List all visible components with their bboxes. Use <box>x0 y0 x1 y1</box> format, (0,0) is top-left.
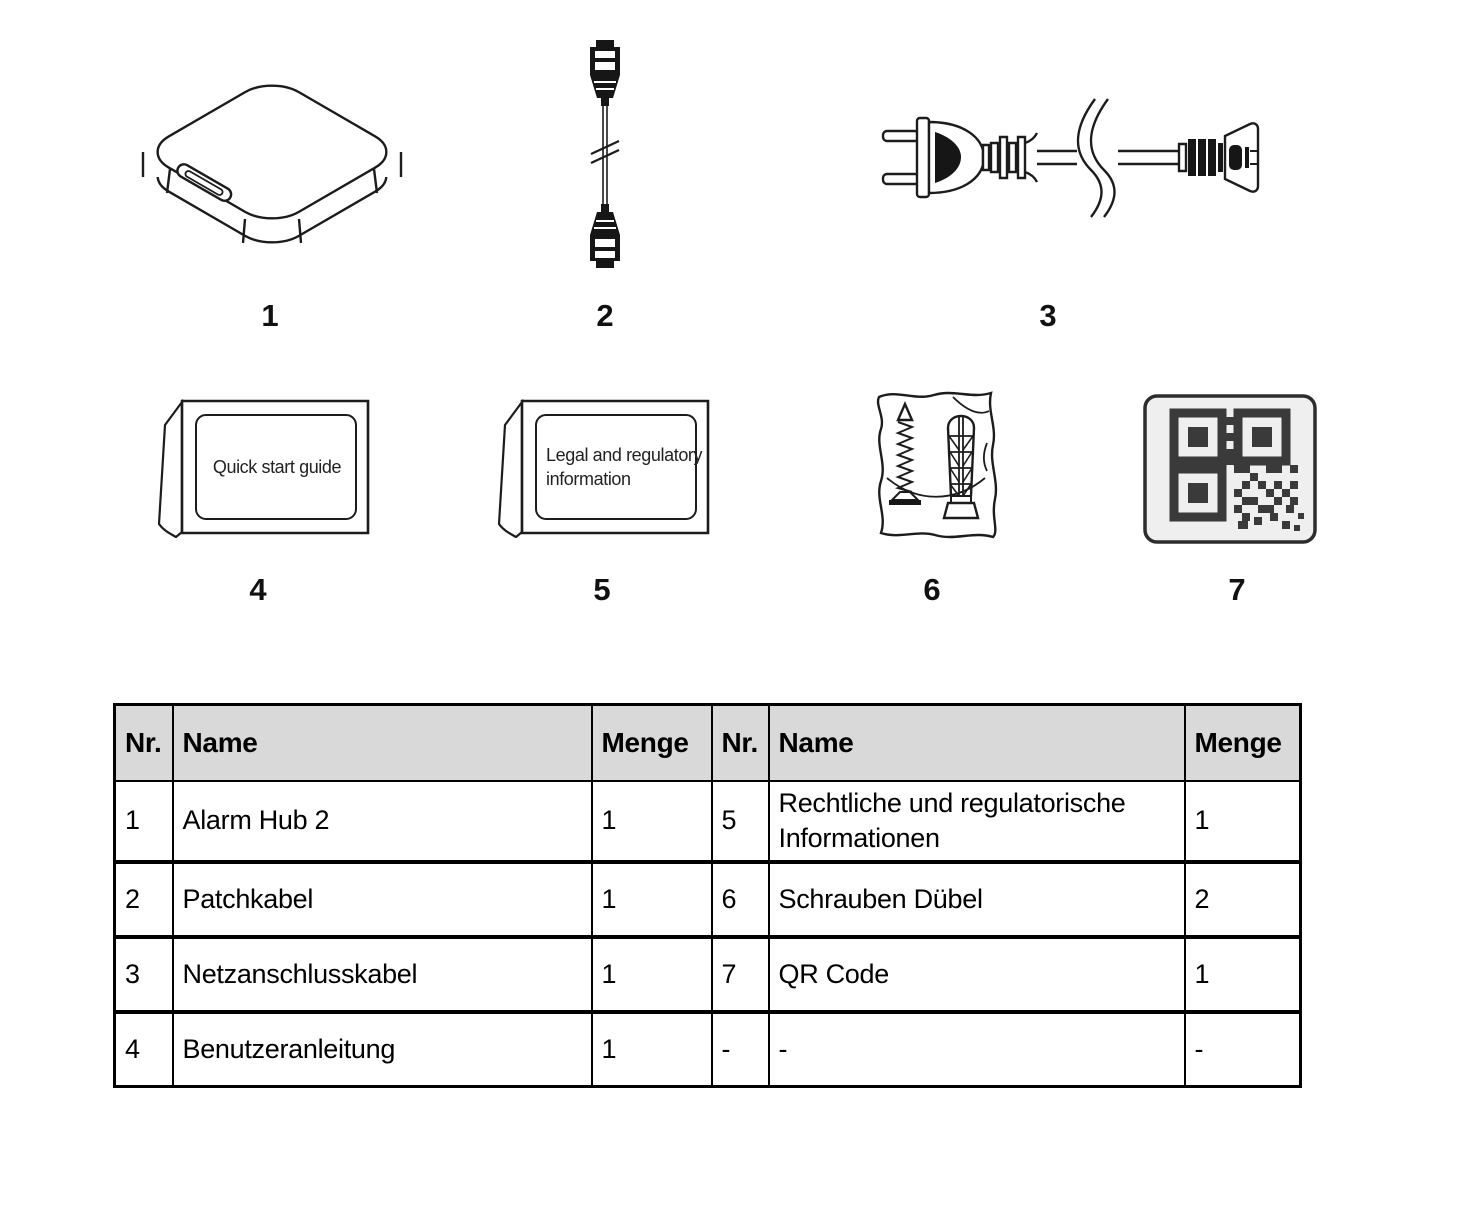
figure-number-label: 2 <box>596 298 614 333</box>
legal-booklet-text: Legal and regulatory information <box>538 416 706 518</box>
table-cell: Schrauben Dübel <box>767 859 1186 938</box>
table-cell: 1 <box>590 934 713 1013</box>
figure-legal-booklet: Legal and regulatory information <box>490 396 712 538</box>
quick-start-guide-text: Quick start guide <box>198 416 356 518</box>
header-name-right: Name <box>767 703 1186 782</box>
table-row: 1 Alarm Hub 2 1 5 Rechtliche und regulat… <box>113 779 1302 863</box>
figure-screws-bag <box>858 386 1010 546</box>
table-cell: 1 <box>590 859 713 938</box>
quick-start-guide-icon <box>150 396 372 538</box>
table-cell: 1 <box>1183 779 1302 863</box>
figure-power-cable <box>878 95 1260 223</box>
quick-start-guide-line: Quick start guide <box>212 456 342 477</box>
table-cell: 4 <box>113 1009 174 1088</box>
figure-alarm-hub <box>132 52 412 262</box>
figure-number-label: 3 <box>1039 298 1057 333</box>
table-cell: QR Code <box>767 934 1186 1013</box>
table-cell: 1 <box>590 1009 713 1088</box>
table-cell: 7 <box>710 934 770 1013</box>
packing-list-table: Nr. Name Menge Nr. Name Menge 1 Alarm Hu… <box>113 703 1302 1089</box>
header-menge-right: Menge <box>1183 703 1302 782</box>
table-row: 2 Patchkabel 1 6 Schrauben Dübel 2 <box>113 859 1302 938</box>
table-cell: 2 <box>1183 859 1302 938</box>
table-row: 4 Benutzeranleitung 1 - - - <box>113 1009 1302 1088</box>
table-cell: Patchkabel <box>171 859 593 938</box>
table-cell: - <box>767 1009 1186 1088</box>
figure-number-label: 7 <box>1228 572 1246 607</box>
header-nr-left: Nr. <box>113 703 174 782</box>
figure-patch-cable <box>560 36 650 271</box>
table-cell: 1 <box>1183 934 1302 1013</box>
legal-booklet-icon <box>490 396 712 538</box>
table-cell: Rechtliche und regulatorische Informatio… <box>767 779 1186 863</box>
figure-number-label: 1 <box>261 298 279 333</box>
table-cell: 1 <box>590 779 713 863</box>
table-cell: 3 <box>113 934 174 1013</box>
table-cell: Netzanschlusskabel <box>171 934 593 1013</box>
table-cell: 6 <box>710 859 770 938</box>
power-cable-icon <box>878 95 1260 223</box>
header-name-left: Name <box>171 703 593 782</box>
header-nr-right: Nr. <box>710 703 770 782</box>
table-cell: 2 <box>113 859 174 938</box>
table-cell: Benutzeranleitung <box>171 1009 593 1088</box>
header-menge-left: Menge <box>590 703 713 782</box>
figure-qr-code <box>1142 393 1318 545</box>
figure-number-label: 5 <box>593 572 611 607</box>
figure-number-label: 6 <box>923 572 941 607</box>
patch-cable-icon <box>590 40 620 268</box>
table-header-row: Nr. Name Menge Nr. Name Menge <box>113 703 1302 782</box>
legal-booklet-line: information <box>546 469 631 489</box>
table-cell: 1 <box>113 779 174 863</box>
table-cell: - <box>710 1009 770 1088</box>
figure-quick-start-guide: Quick start guide <box>150 396 372 538</box>
table-cell: 5 <box>710 779 770 863</box>
table-cell: - <box>1183 1009 1302 1088</box>
figure-number-label: 4 <box>249 572 267 607</box>
screws-dowels-bag-icon <box>858 386 1010 546</box>
table-cell: Alarm Hub 2 <box>171 779 593 863</box>
alarm-hub-icon <box>132 52 412 262</box>
table-row: 3 Netzanschlusskabel 1 7 QR Code 1 <box>113 934 1302 1013</box>
legal-booklet-line: Legal and regulatory <box>546 444 703 465</box>
qr-code-icon <box>1142 393 1318 545</box>
